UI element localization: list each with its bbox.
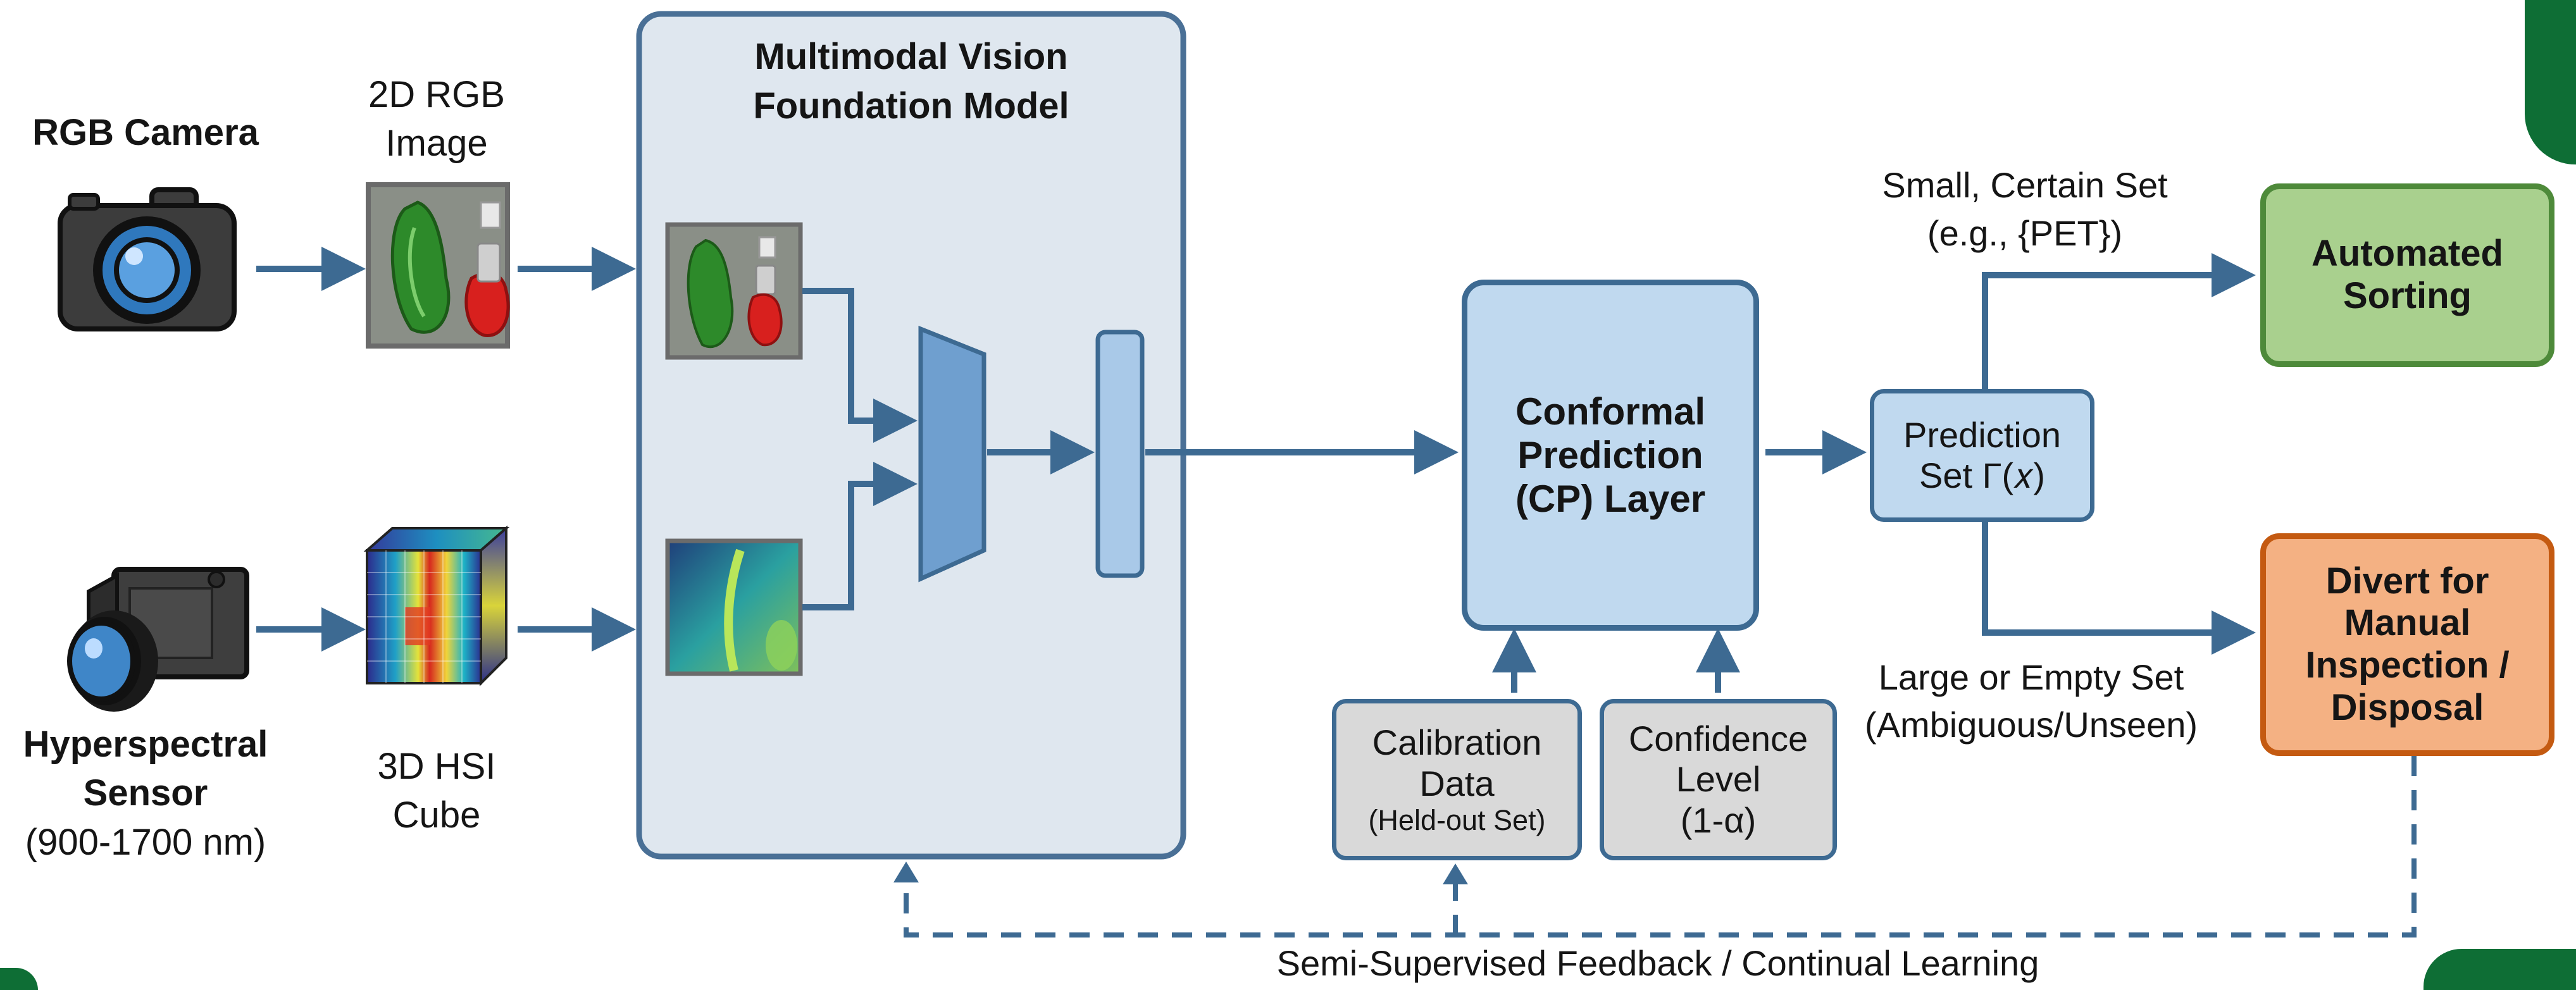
- model-rgb-thumbnail: [665, 222, 803, 360]
- arrow-to-divert: [1982, 521, 2256, 655]
- prediction-set-box: Prediction Set Γ(𝑥): [1870, 389, 2094, 522]
- cp-layer-line1: Conformal: [1515, 390, 1705, 433]
- rgb-image-label-line1: 2D RGB: [368, 74, 505, 115]
- calibration-line1: Calibration: [1372, 722, 1542, 763]
- rgb-camera-icon: [58, 187, 237, 331]
- rgb-image-label-line2: Image: [385, 123, 488, 164]
- frame-corner-bottom-right: [2424, 949, 2576, 990]
- hyperspectral-camera-icon: [67, 567, 249, 712]
- calibration-data-box: Calibration Data (Held-out Set): [1332, 699, 1582, 860]
- divert-line1: Divert for: [2325, 560, 2489, 602]
- hsi-cube-label-line1: 3D HSI: [377, 746, 496, 787]
- embedding-bar: [1095, 330, 1145, 578]
- foundation-model-title-line2: Foundation Model: [753, 85, 1069, 127]
- cp-layer-box: Conformal Prediction (CP) Layer: [1462, 280, 1759, 631]
- cp-layer-line3: (CP) Layer: [1515, 478, 1706, 520]
- arrow-rgb-to-encoder: [802, 288, 918, 443]
- model-hsi-thumbnail: [665, 538, 803, 676]
- cp-layer-line2: Prediction: [1517, 434, 1703, 476]
- hsi-cube-label-line2: Cube: [392, 795, 481, 836]
- confidence-level-box: Confidence Level (1-α): [1600, 699, 1837, 860]
- certain-set-label-line1: Small, Certain Set: [1882, 165, 2168, 205]
- hyperspectral-label-line1: Hyperspectral: [23, 724, 268, 765]
- hsi-cube-icon: [363, 525, 510, 686]
- feedback-arrowhead-calibration: [1443, 863, 1468, 884]
- confidence-line2: Level: [1676, 759, 1761, 800]
- uncertain-set-label-line1: Large or Empty Set: [1878, 657, 2184, 697]
- automated-sorting-line2: Sorting: [2343, 275, 2472, 316]
- hyperspectral-label-line2: Sensor: [83, 772, 208, 814]
- divert-box: Divert for Manual Inspection / Disposal: [2260, 533, 2554, 756]
- frame-corner-top-right: [2525, 0, 2576, 164]
- arrow-to-automated-sorting: [1982, 253, 2256, 389]
- confidence-line1: Confidence: [1628, 718, 1808, 758]
- certain-set-label-line2: (e.g., {PET}): [1927, 213, 2123, 253]
- divert-line3: Inspection /: [2305, 645, 2510, 686]
- prediction-set-line1: Prediction: [1903, 414, 2062, 455]
- prediction-set-line2: Set Γ(𝑥): [1919, 455, 2045, 495]
- feedback-arrowhead-model: [893, 862, 919, 882]
- divert-line2: Manual: [2344, 602, 2471, 644]
- calibration-line3: (Held-out Set): [1368, 804, 1546, 837]
- automated-sorting-box: Automated Sorting: [2260, 183, 2554, 367]
- calibration-line2: Data: [1419, 763, 1495, 803]
- encoder-shape: [918, 325, 986, 583]
- confidence-line3: (1-α): [1680, 800, 1757, 840]
- feedback-loop-line: [904, 756, 2417, 937]
- divert-line4: Disposal: [2330, 686, 2484, 728]
- rgb-image-thumbnail: [366, 182, 510, 349]
- foundation-model-title-line1: Multimodal Vision: [754, 36, 1068, 77]
- arrow-hsi-to-encoder: [802, 462, 918, 610]
- uncertain-set-label-line2: (Ambiguous/Unseen): [1864, 705, 2198, 745]
- automated-sorting-line1: Automated: [2312, 233, 2503, 275]
- feedback-label: Semi-Supervised Feedback / Continual Lea…: [1276, 943, 2039, 983]
- rgb-camera-label: RGB Camera: [32, 112, 259, 153]
- hyperspectral-range-label: (900-1700 nm): [25, 822, 266, 863]
